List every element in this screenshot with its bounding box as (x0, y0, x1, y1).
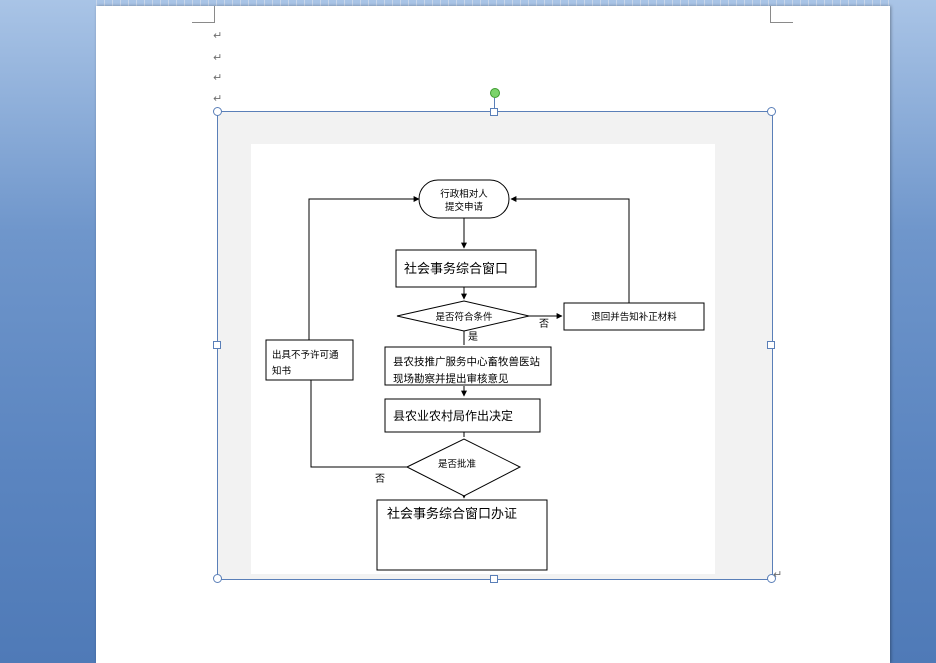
resize-handle-top[interactable] (490, 108, 498, 116)
condition-node-shape (396, 300, 530, 332)
resize-handle-bottom-right[interactable] (767, 574, 776, 583)
reject-node-label-line2: 知书 (272, 365, 292, 377)
paragraph-mark: ↵ (773, 568, 783, 581)
rotate-handle[interactable] (490, 88, 500, 98)
start-node-label-line2: 提交申请 (445, 201, 484, 213)
reject-node-shape (265, 339, 354, 381)
resize-handle-top-left[interactable] (213, 107, 222, 116)
resize-handle-bottom[interactable] (490, 575, 498, 583)
resize-handle-top-right[interactable] (767, 107, 776, 116)
reject-node-label-line1: 出具不予许可通 (272, 349, 339, 361)
station-node-shape (384, 346, 552, 386)
condition-node-label: 是否符合条件 (435, 311, 493, 323)
bureau-node-label: 县农业农村局作出决定 (393, 408, 513, 423)
approve-node-label: 是否批准 (438, 458, 477, 470)
return-node-label: 退回并告知补正材料 (591, 311, 677, 323)
condition-yes-label: 是 (468, 331, 478, 343)
station-node-label-line2: 现场勘察并提出审核意见 (393, 372, 509, 385)
margin-corner-left (192, 6, 215, 23)
start-node-shape (418, 179, 510, 219)
margin-corner-right (770, 6, 793, 23)
approve-no-label: 否 (375, 473, 385, 485)
flowchart-diagram: 行政相对人 提交申请 社会事务综合窗口 是否符合条件 否 是 退回并告知补正材料… (265, 179, 705, 571)
condition-no-label: 否 (539, 318, 549, 330)
paragraph-mark: ↵ (213, 71, 223, 84)
window-node-label: 社会事务综合窗口 (404, 261, 508, 277)
resize-handle-left[interactable] (213, 341, 221, 349)
station-node-label-line1: 县农技推广服务中心畜牧兽医站 (393, 355, 540, 368)
return-node-shape (563, 302, 705, 331)
paragraph-mark: ↵ (213, 29, 223, 42)
paragraph-mark: ↵ (213, 51, 223, 64)
rotate-connector (494, 98, 495, 112)
resize-handle-right[interactable] (767, 341, 775, 349)
flowchart-image: 行政相对人 提交申请 社会事务综合窗口 是否符合条件 否 是 退回并告知补正材料… (251, 144, 715, 574)
arrow-return-to-start (510, 196, 630, 304)
line-approve-to-reject (310, 380, 407, 468)
start-node-label-line1: 行政相对人 (440, 188, 488, 200)
arrow-reject-to-start (308, 196, 420, 340)
approve-node-shape (405, 438, 522, 497)
certificate-node-shape (376, 499, 548, 571)
bureau-node-shape (384, 398, 541, 433)
certificate-node-label: 社会事务综合窗口办证 (387, 506, 517, 522)
window-node-shape (395, 249, 537, 288)
resize-handle-bottom-left[interactable] (213, 574, 222, 583)
paragraph-mark: ↵ (213, 92, 223, 105)
document-page[interactable]: ↵ ↵ ↵ ↵ ↵ (96, 6, 890, 663)
